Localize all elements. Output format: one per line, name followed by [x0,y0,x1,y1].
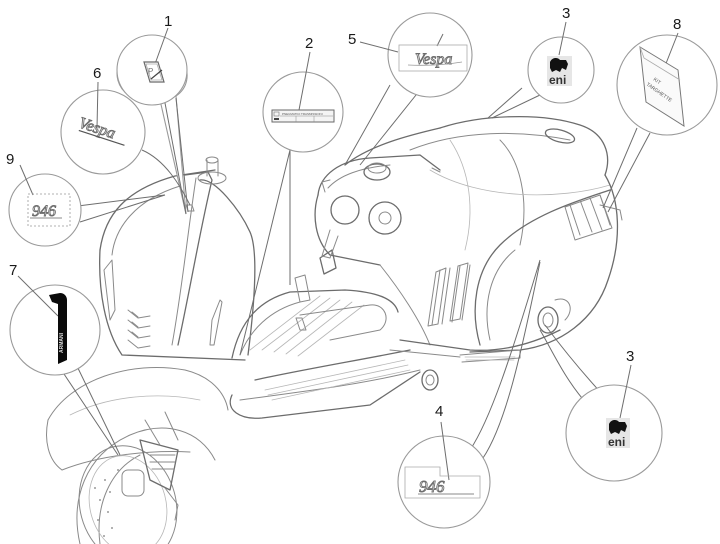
callout-2-leader [298,51,311,111]
callout-9[interactable]: 9 946 [6,151,166,247]
brake-disc-holes [94,469,119,537]
svg-text:Vespa: Vespa [415,51,452,68]
callout-5-leader [440,421,450,481]
callout-6-number: 6 [93,65,101,82]
eni-logo-icon: eni [547,56,572,87]
callout-4-leader [359,41,399,53]
callout-6-leader [96,81,99,129]
scooter-drawing [46,115,623,544]
callout-3-bottom-number: 3 [626,348,634,365]
armani-badge-icon: ARMANI [49,293,67,364]
946-front-emblem-icon: 946 [27,193,71,227]
callout-3-bottom[interactable]: 3 eni [539,324,663,482]
callout-7-bubble [9,284,101,376]
callout-4[interactable]: 5 Vespa [344,12,473,166]
callout-7-number: 7 [9,262,17,279]
svg-text:ARMANI: ARMANI [59,332,65,353]
vespa-side-emblem-icon: 946 [404,466,481,499]
callout-9-leader [19,164,34,196]
callout-3-top-leader [558,21,567,56]
callout-3-bottom-leader [619,364,632,419]
svg-text:946: 946 [32,203,56,220]
svg-text:eni: eni [549,73,566,87]
eni-logo-icon-bottom: eni [606,418,630,449]
callout-8-leader [664,32,679,67]
plate-kit-bag-icon: KIT TARGHETTE [639,46,685,127]
callout-5[interactable]: 4 946 [397,259,541,529]
tyre-label-icon: PNEUMATICI TRASMISSIONI [271,109,335,123]
callout-8[interactable]: 8 KIT TARGHETTE [602,16,718,213]
callout-5-bubble [397,435,491,529]
callout-5-number: 4 [435,403,443,420]
parking-sticker-icon: P [143,61,165,83]
svg-text:PNEUMATICI TRASMISSIONI: PNEUMATICI TRASMISSIONI [282,112,323,116]
callout-7-leader [17,275,59,317]
callout-1[interactable]: 1 P [116,13,189,215]
callout-1-leader [154,27,169,65]
svg-text:KIT: KIT [652,77,662,86]
callout-6-bubble [60,89,146,175]
svg-text:946: 946 [419,477,445,496]
callout-9-number: 9 [6,151,14,168]
callout-1-number: 1 [164,13,172,30]
callout-2[interactable]: 2 PNEUMATICI TRASMISSIONI [239,35,344,356]
callout-4-number: 5 [348,31,356,48]
callout-4-bubble [387,12,473,98]
callout-8-number: 8 [673,16,681,33]
callout-7[interactable]: 7 ARMANI [9,262,121,456]
callout-3-top[interactable]: 3 eni [487,5,595,119]
callout-2-number: 2 [305,35,313,52]
svg-text:P: P [148,67,153,76]
callout-6[interactable]: 6 Vespa [60,65,191,206]
callout-3-top-number: 3 [562,5,570,22]
callout-9-bubble [8,173,82,247]
946-emblem-icon: Vespa [398,44,468,72]
svg-text:eni: eni [608,435,625,449]
